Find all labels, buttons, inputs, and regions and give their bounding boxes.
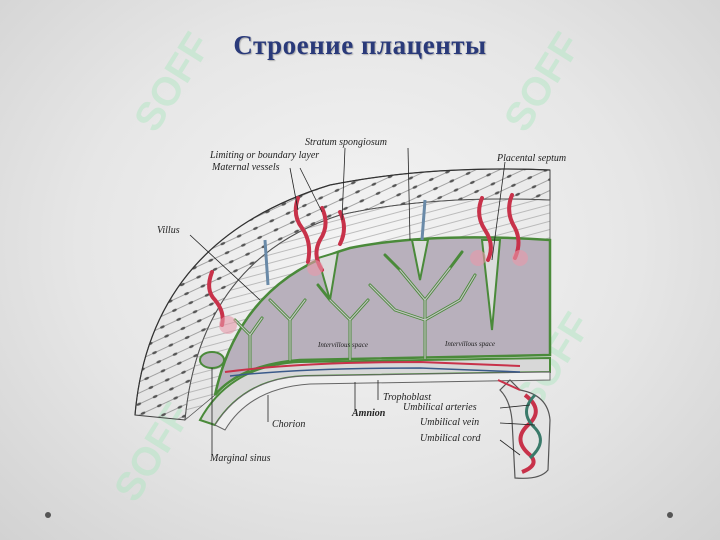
label-marginal-sinus: Marginal sinus xyxy=(210,453,271,464)
label-maternal-vessels: Maternal vessels xyxy=(212,162,280,173)
marginal-sinus-shape xyxy=(199,351,225,369)
label-umbilical-vein: Umbilical vein xyxy=(420,417,480,428)
label-trophoblast: Trophoblast xyxy=(383,392,431,403)
label-umbilical-cord: Umbilical cord xyxy=(420,433,481,444)
placental-septum-shape xyxy=(410,239,430,281)
label-intervillous-space: Intervillous space xyxy=(445,340,495,348)
label-amnion: Amnion xyxy=(352,408,386,419)
page-title: Строение плаценты xyxy=(233,30,487,60)
label-intervillous-space: Intervillous space xyxy=(318,341,368,349)
label-villus: Villus xyxy=(157,225,180,236)
nav-dot-left xyxy=(45,512,51,518)
label-stratum-spongiosum: Stratum spongiosum xyxy=(305,137,387,148)
label-limiting-layer: Limiting or boundary layer xyxy=(210,150,320,161)
amnion-layer xyxy=(214,371,551,431)
placental-septum-shape xyxy=(316,250,340,301)
label-placental-septum: Placental septum xyxy=(497,153,567,164)
label-chorion: Chorion xyxy=(272,419,306,430)
label-umbilical-arteries: Umbilical arteries xyxy=(403,402,477,413)
nav-dot-right xyxy=(667,512,673,518)
